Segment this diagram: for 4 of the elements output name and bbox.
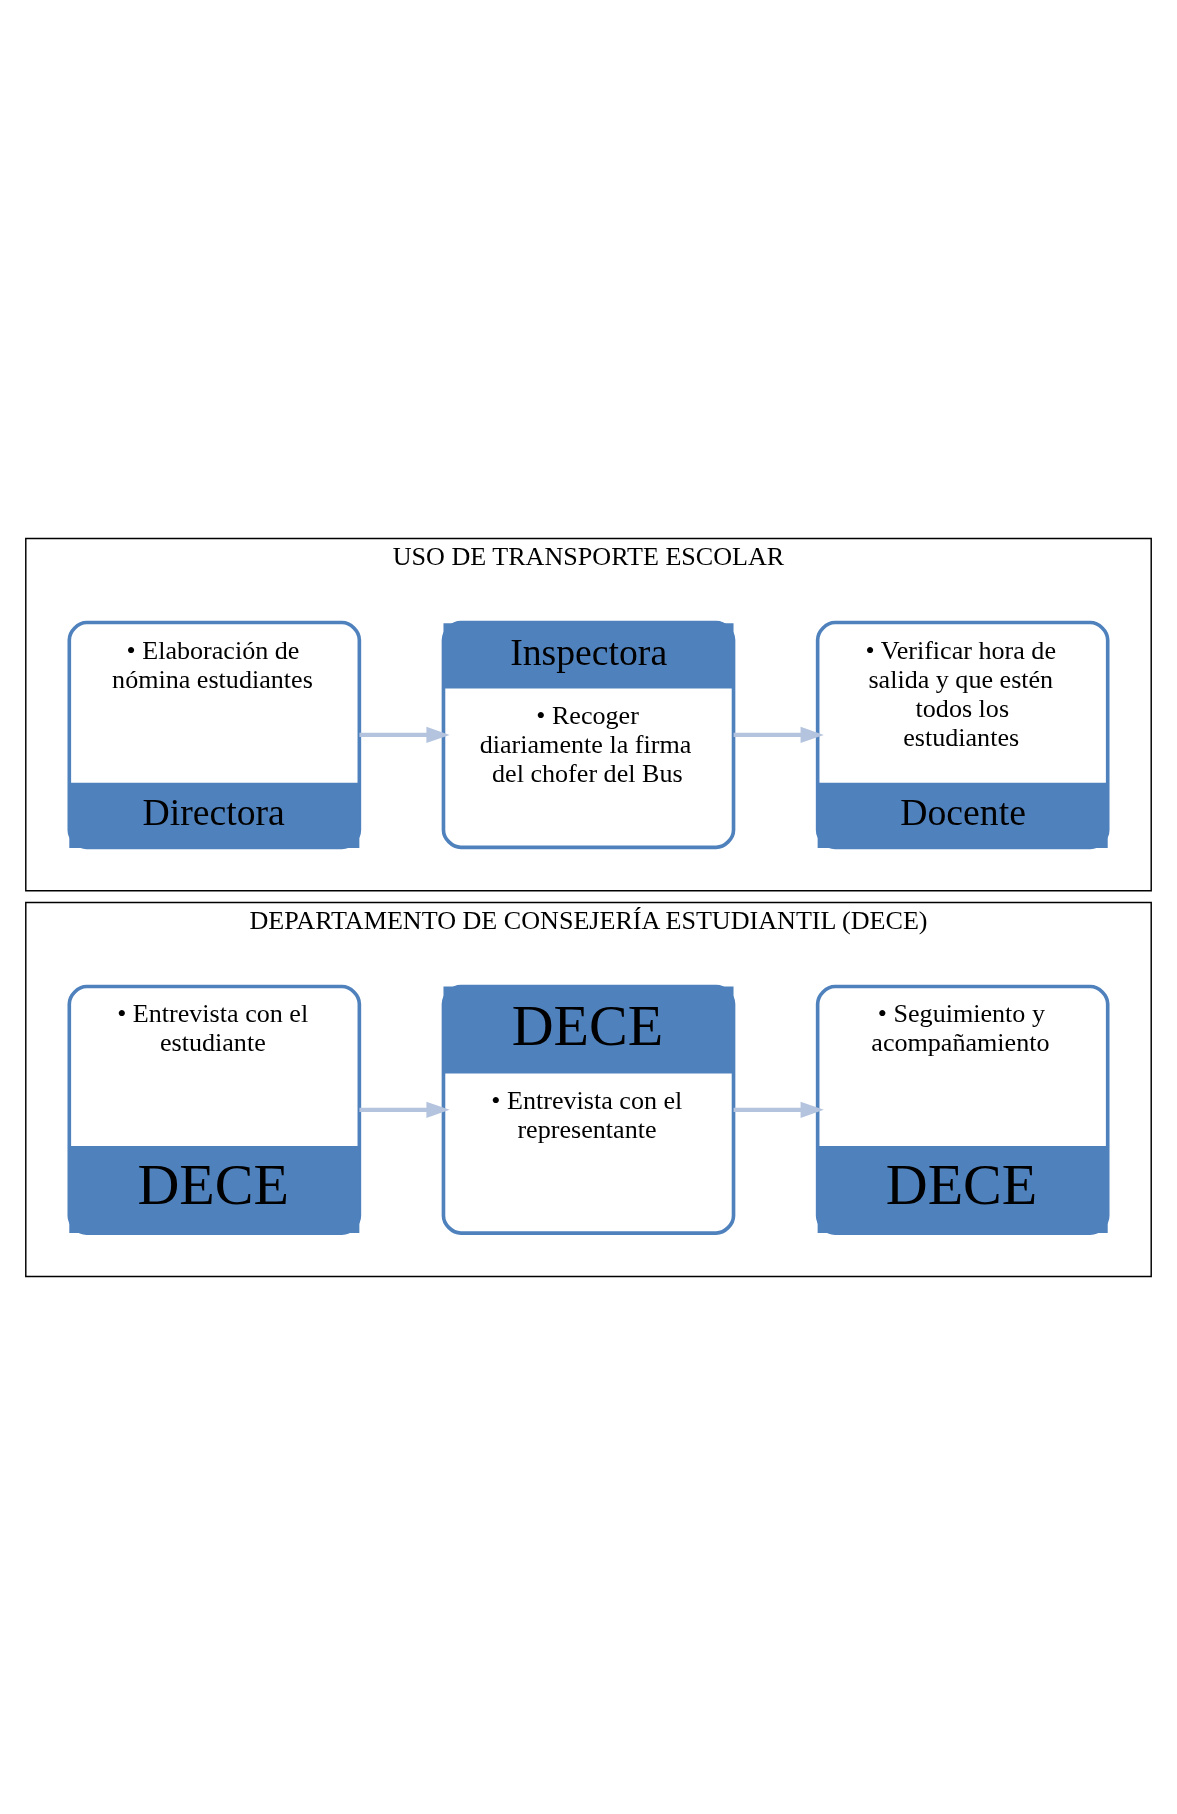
arrow [733, 726, 824, 743]
arrow [359, 726, 450, 743]
arrow [733, 1101, 824, 1118]
arrow [359, 1101, 450, 1118]
